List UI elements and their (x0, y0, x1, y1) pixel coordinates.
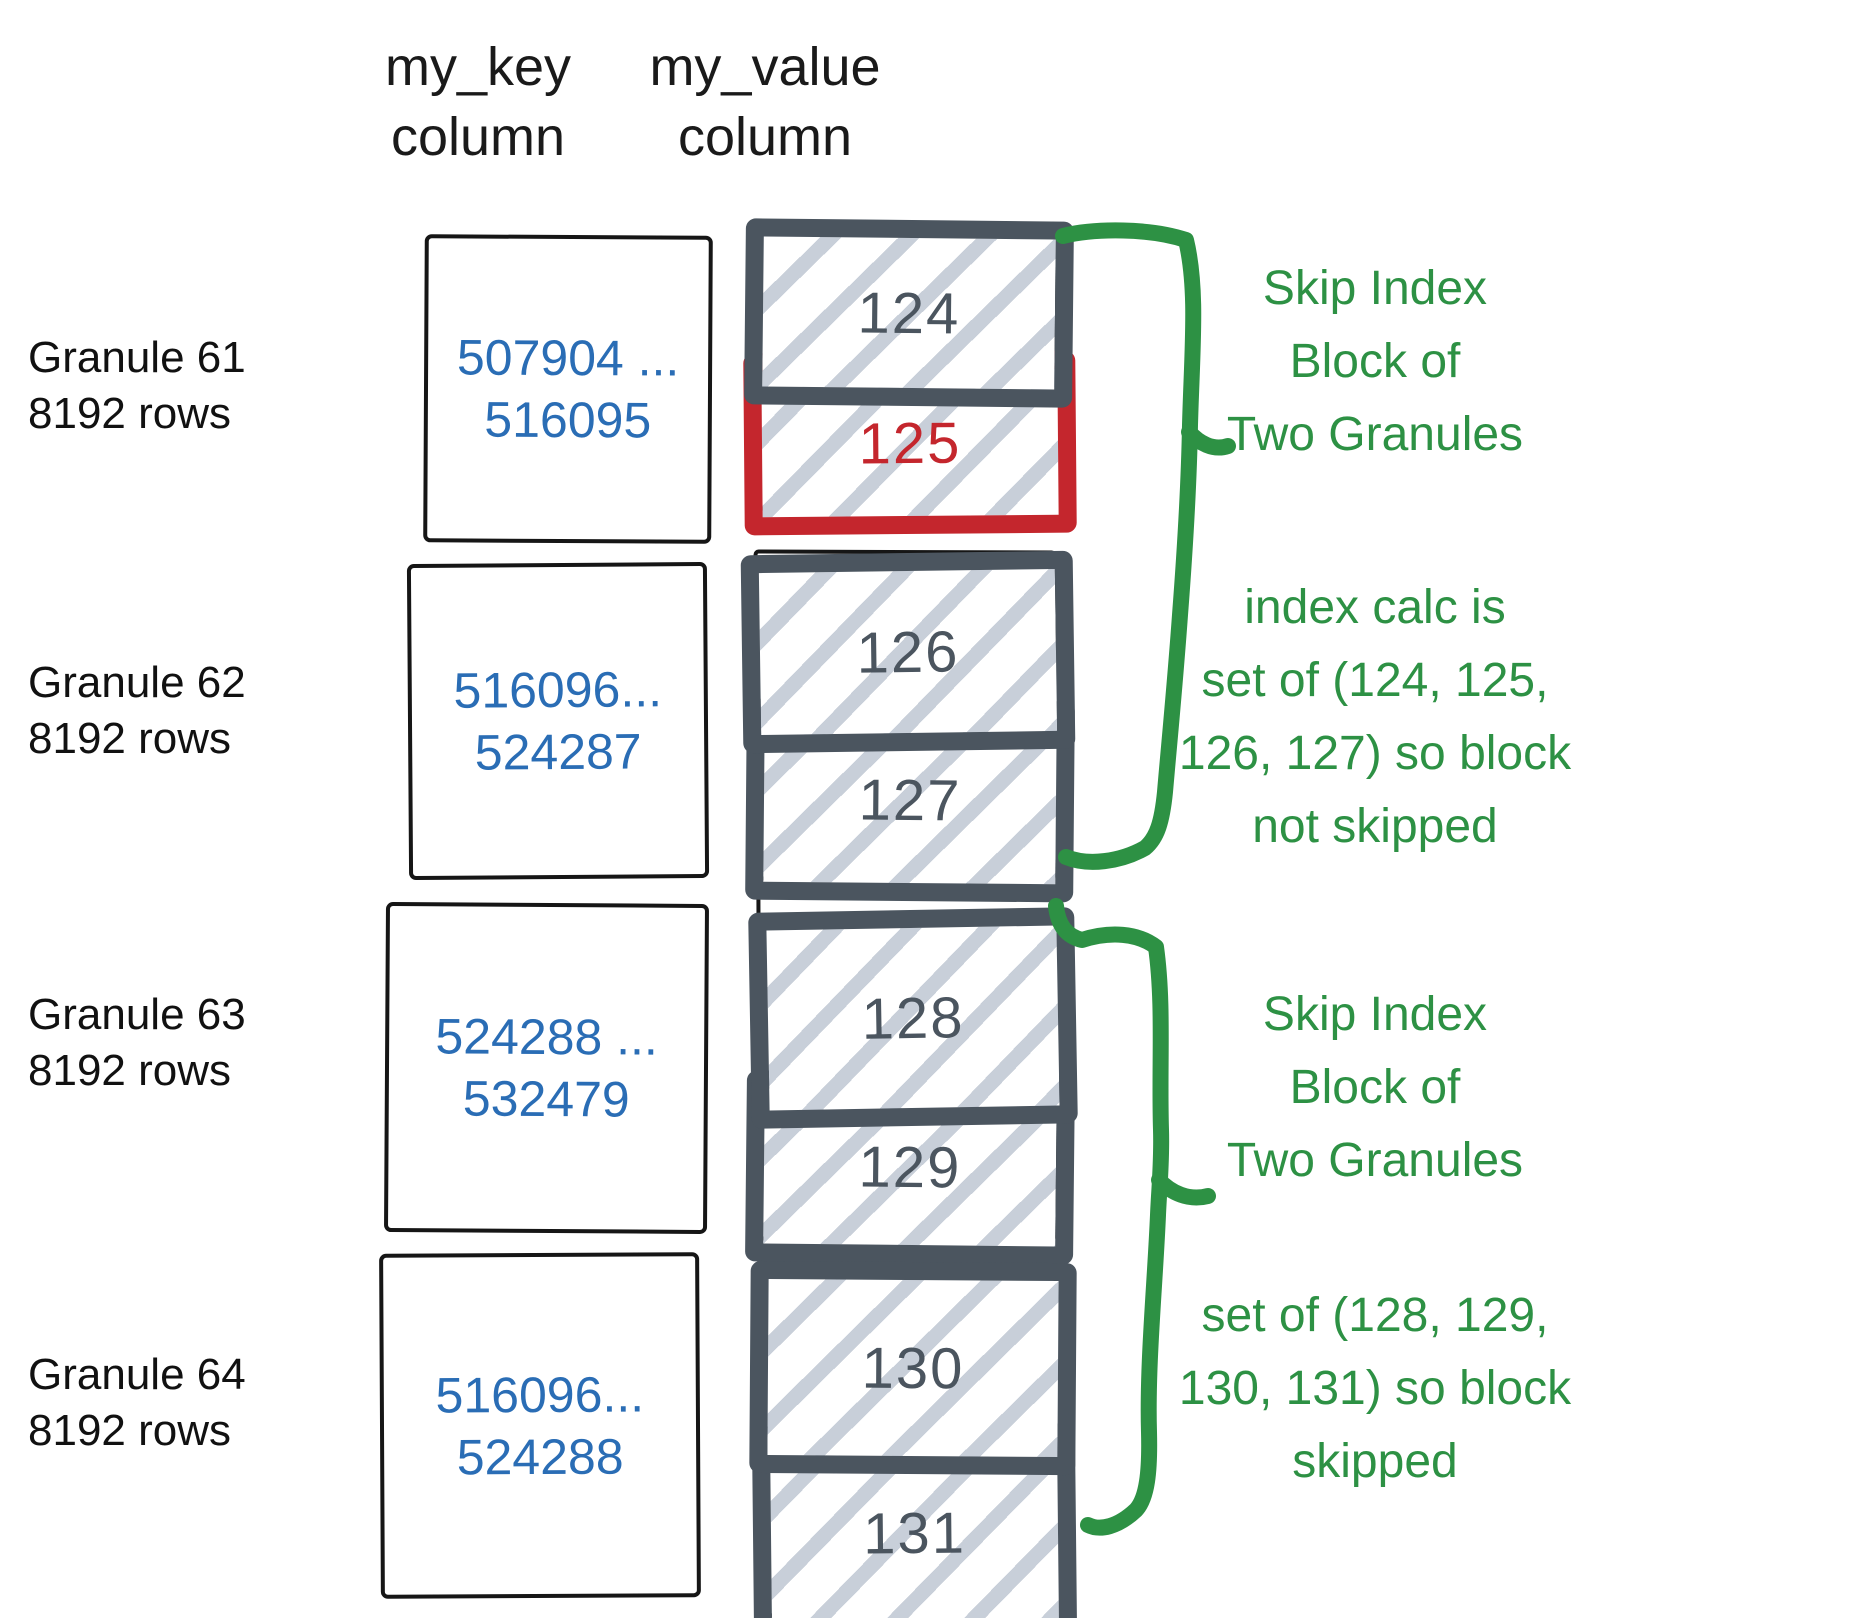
granule-63-name: Granule 63 (28, 990, 246, 1039)
value-block-124: 124 (744, 218, 1074, 408)
value-block-124-label: 124 (857, 279, 961, 347)
annotation-index-calc-skipped: set of (128, 129, 130, 131) so block ski… (1178, 1289, 1572, 1488)
granule-63-key-box: 524288 ... 532479 (383, 902, 710, 1234)
granule-62-name: Granule 62 (28, 658, 246, 707)
annotation-skip-index-block-2: Skip Index Block of Two Granules (1226, 988, 1524, 1187)
granule-61-name: Granule 61 (28, 333, 246, 382)
value-block-131-label: 131 (862, 1499, 967, 1567)
granule-63-key-range: 524288 ... 532479 (435, 1008, 659, 1128)
annotation-index-calc-not-skipped: index calc is set of (124, 125, 126, 127… (1178, 581, 1572, 853)
granule-64-label: Granule 64 8192 rows (28, 1347, 308, 1459)
value-block-129-label: 129 (858, 1134, 962, 1201)
granule-61-label: Granule 61 8192 rows (28, 330, 308, 442)
my-value-header-line1: my_value (649, 37, 881, 97)
granule-64-key-box: 516096... 524288 (379, 1252, 701, 1599)
value-block-126: 126 (740, 550, 1076, 754)
granule-64-name: Granule 64 (28, 1350, 246, 1399)
granule-61-key-box: 507904 ... 516095 (423, 234, 713, 544)
my-value-column-header: my_value column (615, 32, 915, 172)
granule-62-label: Granule 62 8192 rows (28, 655, 308, 767)
value-block-128-label: 128 (861, 984, 965, 1052)
value-block-125-label: 125 (858, 410, 962, 476)
granule-61-key-range: 507904 ... 516095 (456, 329, 680, 449)
my-key-column-header: my_key column (328, 32, 628, 172)
granule-63-label: Granule 63 8192 rows (28, 987, 308, 1099)
value-block-130: 130 (749, 1260, 1077, 1476)
value-block-128: 128 (748, 907, 1078, 1129)
my-key-header-line2: column (390, 107, 566, 167)
value-block-126-label: 126 (856, 618, 960, 686)
granule-63-rows: 8192 rows (28, 1046, 232, 1095)
value-block-127-label: 127 (858, 767, 962, 834)
value-block-130-label: 130 (861, 1335, 965, 1401)
my-value-header-line2: column (677, 107, 853, 167)
granule-62-rows: 8192 rows (28, 714, 232, 763)
granule-61-rows: 8192 rows (28, 389, 232, 438)
my-key-header-line1: my_key (384, 37, 572, 97)
granule-62-key-range: 516096... 524287 (453, 661, 663, 781)
granule-62-key-box: 516096... 524287 (406, 561, 710, 881)
annotation-skip-index-block-1: Skip Index Block of Two Granules (1226, 262, 1524, 461)
granule-64-rows: 8192 rows (28, 1406, 232, 1455)
granule-64-key-range: 516096... 524288 (435, 1365, 645, 1485)
